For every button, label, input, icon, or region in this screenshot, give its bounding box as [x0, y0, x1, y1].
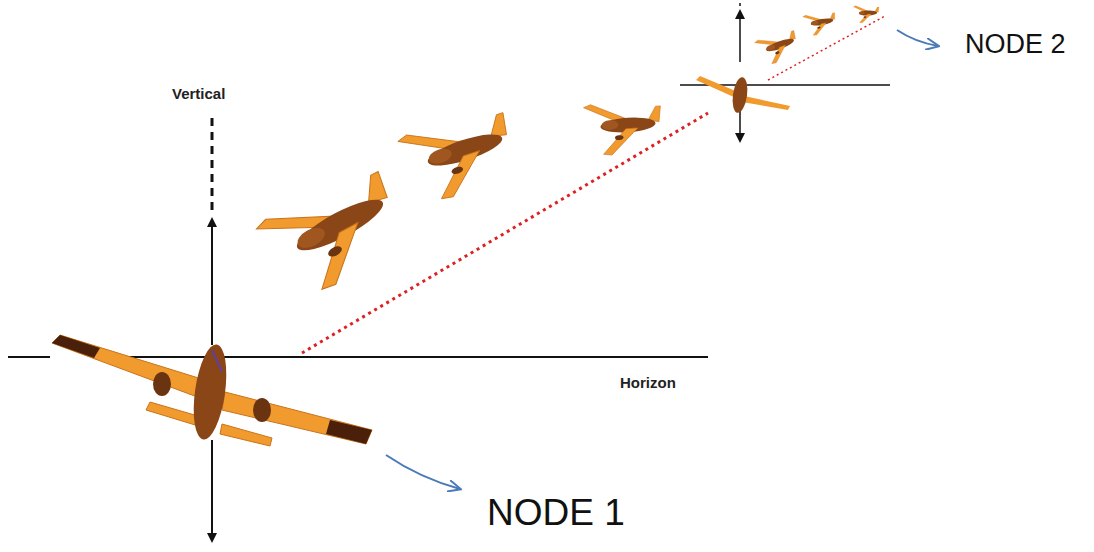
leader-arrow: [897, 30, 938, 46]
aircraft-node1: [52, 335, 372, 446]
vertical-axis: [211, 118, 214, 215]
node-label: NODE 2: [965, 30, 1066, 60]
aircraft-node2: [696, 76, 790, 114]
axis-label: Horizon: [620, 375, 676, 392]
vertical-arrow: [739, 14, 741, 62]
aircraft: [754, 27, 802, 67]
horizon-line: [8, 356, 50, 358]
axis-label: Vertical: [172, 86, 225, 103]
leader-arrow: [386, 455, 460, 489]
line-of-sight: [768, 16, 885, 80]
aircraft: [255, 162, 416, 305]
vertical-arrow: [211, 222, 213, 345]
vertical-arrow: [211, 440, 213, 538]
aircraft: [583, 100, 663, 157]
vertical-arrow: [739, 110, 741, 138]
node-label: NODE 1: [487, 493, 625, 534]
aircraft: [397, 105, 523, 208]
line-of-sight: [302, 113, 708, 353]
aircraft: [853, 5, 879, 23]
vertical-axis: [739, 0, 741, 6]
aircraft: [803, 10, 838, 37]
